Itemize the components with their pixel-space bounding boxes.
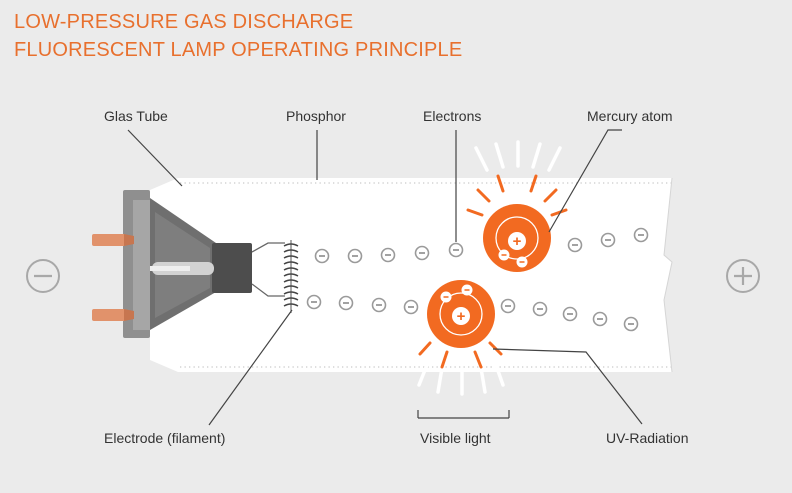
visible-light-rays-top [474,140,562,172]
label-visible-light: Visible light [420,430,491,446]
minus-icon [26,259,60,293]
electron [448,242,464,258]
electron [338,295,354,311]
glass-tube [150,177,690,373]
electron [532,301,548,317]
electron [380,247,396,263]
mercury-atom-upper: + [466,174,568,272]
leader-lines [127,129,643,426]
electron [600,232,616,248]
diagram-title-line1: LOW-PRESSURE GAS DISCHARGE [14,11,354,33]
electron [414,245,430,261]
diagram-title-line2: FLUORESCENT LAMP OPERATING PRINCIPLE [14,39,463,61]
tube-cut-edge [664,178,690,372]
label-electrons: Electrons [423,108,481,124]
electron [306,294,322,310]
contact-pin-bottom [92,309,126,321]
electron [500,298,516,314]
electron [567,237,583,253]
contact-pin-top [92,234,126,246]
nucleus-plus-label: + [513,233,522,250]
electron [347,248,363,264]
label-uv-radiation: UV-Radiation [606,430,689,446]
label-phosphor: Phosphor [286,108,346,124]
electron [403,299,419,315]
electron [623,316,639,332]
visible-light-rays-bottom [417,363,505,396]
plus-icon [726,259,760,293]
electron [371,297,387,313]
electrode-filament [283,240,299,313]
label-glass-tube: Glas Tube [104,108,168,124]
uv-rays-upper [466,174,568,217]
label-electrode: Electrode (filament) [104,430,225,446]
label-mercury-atom: Mercury atom [587,108,673,124]
electrode-holder [212,243,252,293]
mercury-atom-lower: + [418,280,503,369]
lamp-base [92,190,285,338]
electron [314,248,330,264]
electron [592,311,608,327]
electron [562,306,578,322]
nucleus-plus-label: + [457,308,466,325]
electron [633,227,649,243]
